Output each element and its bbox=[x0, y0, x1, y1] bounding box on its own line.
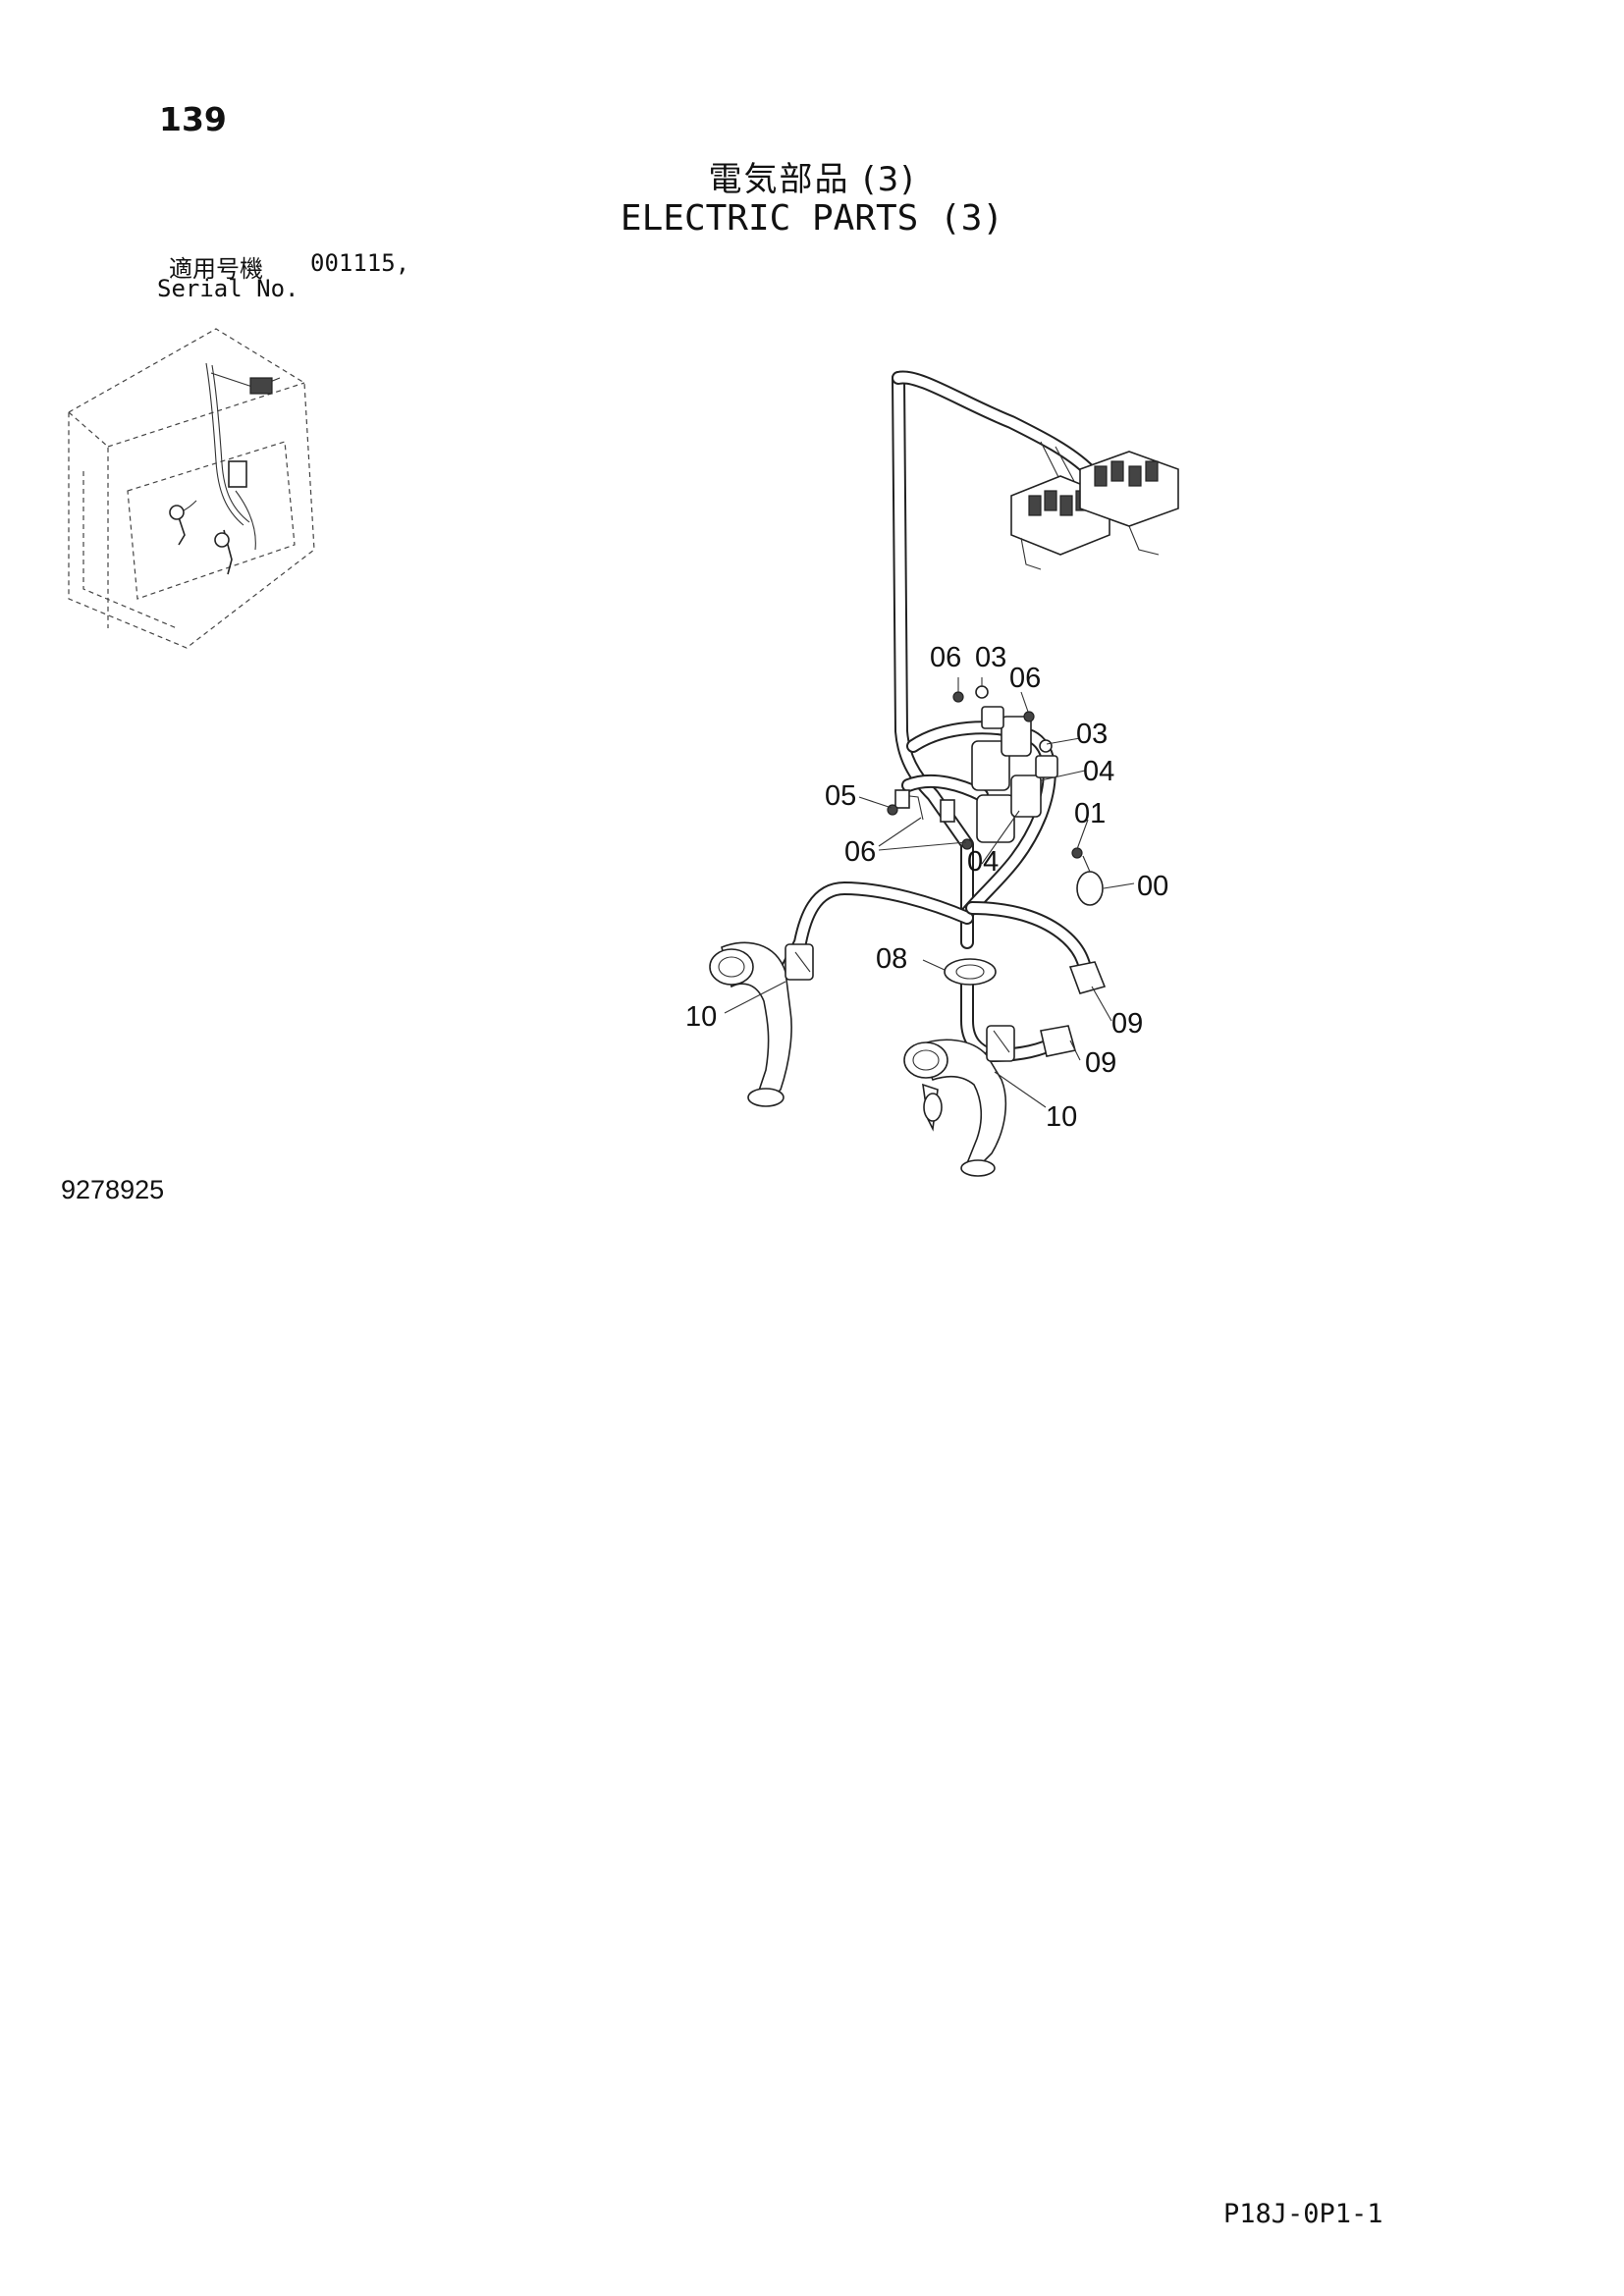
callout-06-c: 06 bbox=[844, 836, 876, 868]
duct-right bbox=[903, 1025, 1015, 1177]
page-number: 139 bbox=[159, 100, 227, 138]
drawing-number: 9278925 bbox=[61, 1175, 165, 1204]
duct-left bbox=[709, 941, 814, 1107]
serial-label-jp: 適用号機 bbox=[169, 255, 263, 283]
callout-03-b: 03 bbox=[1076, 719, 1108, 750]
fasteners bbox=[887, 685, 1104, 906]
leader-lines bbox=[724, 677, 1135, 1108]
callout-05: 05 bbox=[825, 780, 856, 812]
callout-01: 01 bbox=[1074, 798, 1106, 829]
wire-harness bbox=[779, 370, 1097, 1062]
connectors bbox=[1040, 961, 1107, 1057]
callout-labels: 06 03 06 03 04 05 01 06 04 00 08 10 09 0… bbox=[685, 642, 1168, 1133]
callout-08: 08 bbox=[876, 943, 907, 975]
fuse-box-assembly bbox=[1010, 451, 1179, 570]
page-code: P18J-0P1-1 bbox=[1223, 2199, 1383, 2229]
locator-thumbnail bbox=[68, 328, 315, 649]
callout-06-b: 06 bbox=[1009, 663, 1041, 694]
grommet bbox=[944, 958, 997, 986]
serial-value: 001115, bbox=[310, 249, 410, 277]
callout-00: 00 bbox=[1137, 871, 1168, 902]
callout-10-b: 10 bbox=[1046, 1101, 1077, 1133]
callout-09-b: 09 bbox=[1085, 1047, 1116, 1079]
page-title-en: ELECTRIC PARTS (3) bbox=[620, 198, 1004, 239]
callout-09-a: 09 bbox=[1111, 1008, 1143, 1040]
callout-04-a: 04 bbox=[1083, 756, 1114, 787]
callout-04-b: 04 bbox=[967, 846, 999, 878]
callout-03-a: 03 bbox=[975, 642, 1006, 673]
serial-label-en: Serial No. bbox=[157, 275, 299, 302]
callout-06-a: 06 bbox=[930, 642, 961, 673]
relay-cluster bbox=[894, 706, 1058, 843]
page-title-jp: 電気部品 (3) bbox=[708, 160, 916, 199]
callout-10-a: 10 bbox=[685, 1001, 717, 1033]
